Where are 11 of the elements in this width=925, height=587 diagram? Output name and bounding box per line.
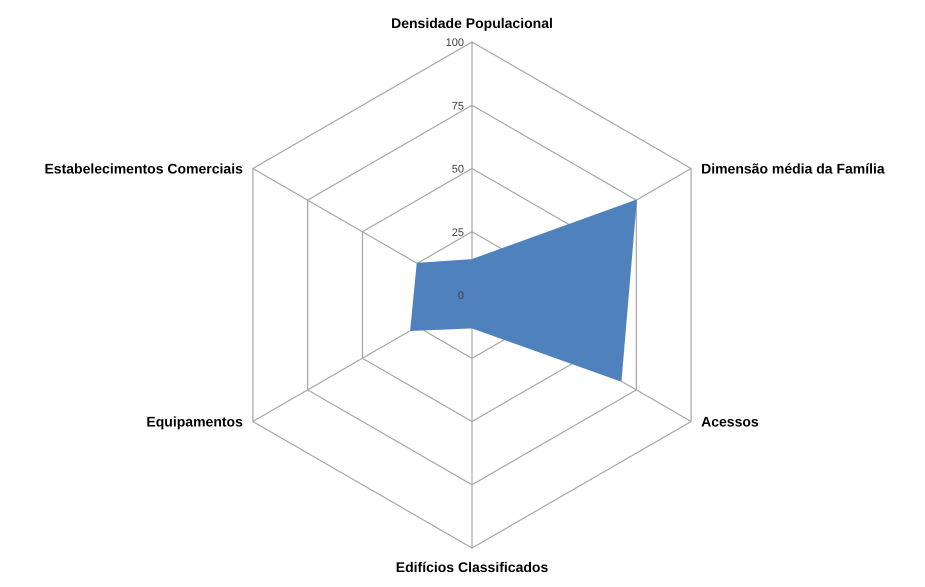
tick-label: 0 bbox=[458, 290, 464, 302]
axis-label: Dimensão média da Família bbox=[701, 160, 885, 176]
axis-label: Densidade Populacional bbox=[391, 15, 553, 31]
tick-label: 25 bbox=[452, 226, 464, 239]
axis-label: Estabelecimentos Comerciais bbox=[44, 160, 243, 176]
axis-label: Edifícios Classificados bbox=[396, 559, 548, 575]
tick-label: 50 bbox=[452, 164, 464, 176]
axis-label: Equipamentos bbox=[146, 414, 243, 430]
axis-label: Acessos bbox=[701, 414, 759, 430]
tick-label: 100 bbox=[446, 37, 464, 49]
tick-label: 75 bbox=[452, 100, 464, 112]
